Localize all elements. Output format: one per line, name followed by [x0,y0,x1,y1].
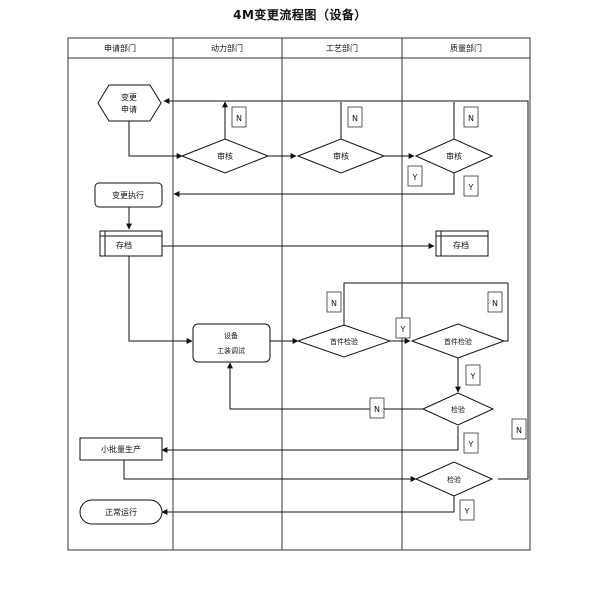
connector-request-to-review1 [128,121,183,159]
yes-label-quality-first-insp: Y [470,372,476,381]
change-request-node: 变更 申请 [97,84,162,122]
archive-label-applicant: 存档 [116,240,132,250]
review-label-power: 审核 [217,151,233,161]
connectors [123,98,529,515]
no-label-final-check: N [516,426,522,435]
page-title: 4M变更流程图（设备） [233,8,367,22]
connector-first-insp-no [343,282,508,325]
review-label-quality: 审核 [446,151,462,161]
inspection-label: 检验 [451,405,465,414]
connector-archive-to-debug [128,256,193,344]
lane-header-power: 动力部门 [211,43,243,53]
change-request-label-2: 申请 [121,104,137,114]
review-label-process: 审核 [333,151,349,161]
first-inspection-label-quality: 首件检验 [444,337,472,346]
connector-review3-yes [173,173,455,197]
review-node-process: 审核 [296,138,386,174]
review-node-quality: 审核 [414,138,494,174]
yes-label-review3-left: Y [412,173,418,182]
no-label-review3: N [468,114,474,123]
first-inspection-node-quality: 首件检验 [410,323,506,359]
connector-inspection-yes [161,426,459,453]
swimlane-frame [67,37,531,551]
small-batch-node: 小批量生产 [79,437,163,461]
normal-run-node: 正常运行 [79,499,163,525]
small-batch-label: 小批量生产 [101,444,141,454]
yn-labels [231,106,527,521]
connector-inspection-no [227,362,423,410]
yes-label-final-check: Y [464,507,470,516]
change-execute-label: 变更执行 [112,190,144,200]
connector-no-return [163,98,529,104]
no-label-review2: N [352,114,358,123]
first-inspection-node-process: 首件检验 [296,324,392,358]
archive-node-applicant: 存档 [99,230,163,257]
connector-batch-to-check [123,460,417,482]
connector-quality-first-insp-no [503,283,509,342]
archive-label-quality: 存档 [453,240,469,250]
no-label-quality-loop: N [492,299,498,308]
change-request-label-1: 变更 [121,92,137,102]
change-execute-node: 变更执行 [94,182,163,208]
normal-run-label: 正常运行 [105,507,137,517]
yes-label-review3-right: Y [468,183,474,192]
final-check-label: 检验 [447,475,461,484]
equipment-debug-node: 设备 工装调试 [192,323,271,363]
lane-header-process: 工艺部门 [326,43,358,53]
no-label-review1: N [236,114,242,123]
inspection-node: 检验 [421,392,495,426]
lane-header-quality: 质量部门 [450,43,482,53]
debug-label: 工装调试 [217,346,245,355]
yes-label-first-insp: Y [400,325,406,334]
lane-header-applicant: 申请部门 [104,43,136,53]
review-node-power: 审核 [180,138,270,174]
connector-check-no [498,102,529,480]
no-label-inspection: N [374,405,380,414]
yes-label-inspection: Y [468,440,474,449]
equipment-label: 设备 [224,331,238,340]
final-check-node: 检验 [414,461,494,497]
archive-node-quality: 存档 [435,230,489,257]
connector-check-yes [161,496,455,515]
first-inspection-label-process: 首件检验 [330,337,358,346]
no-label-first-insp: N [331,299,337,308]
